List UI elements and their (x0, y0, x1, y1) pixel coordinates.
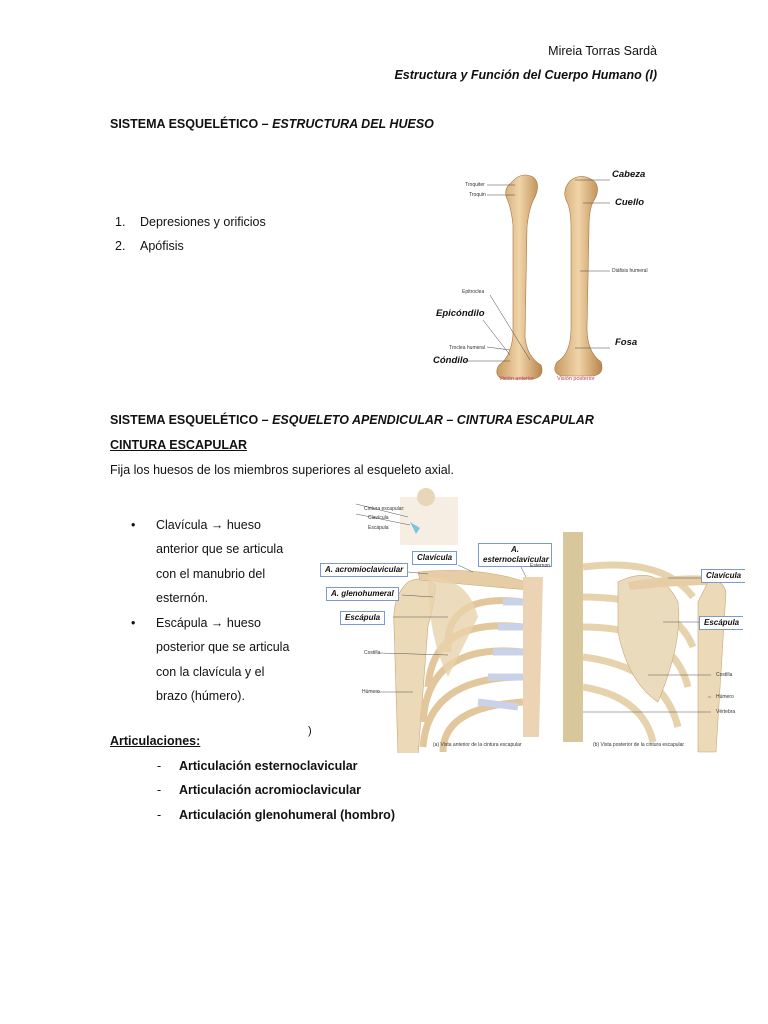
label-line: esternoclavicular (483, 555, 549, 564)
heading-italic: ESTRUCTURA DEL HUESO (272, 117, 434, 131)
bullet-line: con el manubrio del (156, 566, 266, 581)
label-line: A. (511, 545, 519, 554)
label-costilla: Costilla (364, 650, 381, 656)
label-epicondilo: Epicóndilo (436, 308, 485, 319)
heading-plain: SISTEMA ESQUELÉTICO – (110, 413, 273, 427)
label-troquin: Troquin (469, 192, 486, 198)
label-humero-posterior: Húmero (716, 694, 734, 700)
heading-plain: SISTEMA ESQUELÉTICO – (110, 117, 273, 131)
caption-anterior: (a) Vista anterior de la cintura escapul… (433, 742, 522, 748)
inset-label-clavicula: Clavícula (368, 515, 389, 521)
caption-posterior: Visión posterior (557, 376, 595, 382)
list-item: 1. Depresiones y orificios (115, 215, 266, 229)
subtitle: CINTURA ESCAPULAR (110, 438, 248, 452)
bullet-line: Escápula → hueso (156, 616, 261, 630)
articulacion-item: - Articulación esternoclavicular (157, 759, 358, 773)
articulacion-item: - Articulación glenohumeral (hombro) (157, 808, 395, 822)
bullet-line: Clavícula → hueso (156, 518, 261, 532)
caption-anterior: Visión anterior (499, 376, 535, 382)
label-condilo: Cóndilo (433, 355, 469, 366)
caption-posterior: (b) Vista posterior de la cintura escapu… (593, 742, 685, 748)
label-costilla-posterior: Costilla (716, 672, 733, 678)
label-fosa: Fosa (615, 337, 638, 348)
bullet-line: con la clavícula y el (156, 664, 265, 679)
section2-heading: SISTEMA ESQUELÉTICO – ESQUELETO APENDICU… (110, 413, 594, 427)
bullet-line: brazo (húmero). (156, 689, 245, 704)
course-title: Estructura y Función del Cuerpo Humano (… (394, 68, 657, 82)
label-diafisis: Diáfisis humeral (612, 268, 648, 274)
inset-title: Cintura escapular: (364, 506, 405, 512)
articulacion-item: - Articulación acromioclavicular (157, 783, 361, 797)
item-text: Articulación acromioclavicular (179, 783, 362, 797)
label-escapula: Escápula (340, 611, 386, 625)
author-name: Mireia Torras Sardà (548, 44, 657, 58)
articulaciones-heading: Articulaciones: (110, 734, 201, 748)
intro-text: Fija los huesos de los miembros superior… (110, 463, 454, 477)
label-epitroclea: Epitroclea (462, 289, 485, 295)
list-number: 1. (115, 215, 126, 229)
bullet-line: posterior que se articula (156, 640, 290, 655)
course-title-text: Estructura y Función del Cuerpo Humano (… (394, 68, 657, 82)
bullet-item: • Clavícula → hueso anterior que se arti… (131, 513, 283, 611)
label-cabeza: Cabeza (612, 169, 646, 180)
label-escapula-posterior: Escápula (699, 616, 744, 630)
label-clavicula-posterior: Clavícula (701, 569, 746, 583)
bullet-line: esternón. (156, 591, 209, 606)
label-esternon: Esternon (530, 563, 551, 569)
bullet-item: • Escápula → hueso posterior que se arti… (131, 611, 289, 709)
label-cuello: Cuello (615, 197, 645, 208)
humerus-illustration (465, 174, 610, 380)
bullet-icon: • (131, 518, 136, 532)
stray-parenthesis: ) (308, 725, 312, 737)
label-acromioclavicular: A. acromioclavicular (320, 563, 409, 577)
list-item: 2. Apófisis (115, 239, 184, 253)
bullet-line: anterior que se articula (156, 542, 284, 557)
label-esternoclavicular: A.esternoclavicular (478, 543, 552, 567)
label-troclea: Troclea humeral (449, 345, 485, 351)
humerus-figure: Troquiter Troquin Epitroclea Epicóndilo … (425, 165, 660, 390)
dash-icon: - (157, 808, 162, 822)
bullet-icon: • (131, 616, 136, 630)
list-number: 2. (115, 239, 126, 253)
label-humero: Húmero (362, 689, 380, 695)
dash-icon: - (157, 783, 162, 797)
item-text: Articulación esternoclavicular (179, 759, 358, 773)
list-text: Depresiones y orificios (140, 215, 266, 229)
label-vertebra: Vértebra (716, 709, 736, 715)
dash-icon: - (157, 759, 162, 773)
label-troquiter: Troquiter (465, 182, 485, 188)
shoulder-girdle-figure: Cintura escapular: Clavícula Escápula Cl… (318, 487, 768, 757)
label-clavicula: Clavícula (412, 551, 458, 565)
inset-label-escapula: Escápula (368, 525, 389, 531)
list-text: Apófisis (140, 239, 184, 253)
label-glenohumeral: A. glenohumeral (326, 587, 399, 601)
heading-italic: ESQUELETO APENDICULAR – CINTURA ESCAPULA… (272, 413, 594, 427)
section1-heading: SISTEMA ESQUELÉTICO – ESTRUCTURA DEL HUE… (110, 117, 434, 131)
item-text: Articulación glenohumeral (hombro) (179, 808, 395, 822)
